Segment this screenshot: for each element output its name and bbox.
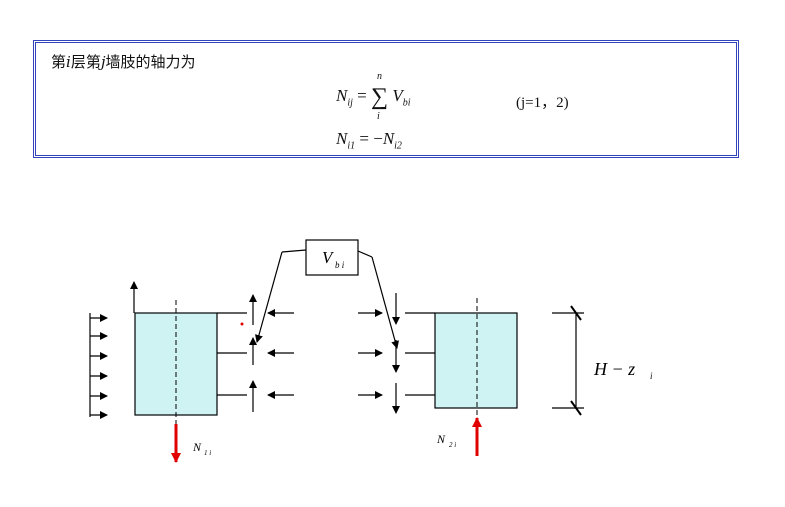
height-label: H − z i [593,359,653,381]
right-wall-beam-stubs [405,312,435,396]
summation: n ∑ i [371,71,389,122]
left-wall-beam-stubs [217,312,247,396]
formula-intro: 第i层第j墙肢的轴力为 [51,53,196,71]
left-wall-limb [130,281,218,428]
shear-label-box: V b i [305,239,359,276]
svg-text:N: N [436,432,446,446]
lateral-load-arrows [89,313,108,419]
svg-text:i: i [650,371,653,381]
height-dimension [552,305,584,416]
equation-condition: (j=1，2) [516,95,569,111]
red-dot-marker [240,322,244,326]
axial-force-equation: Nij = n ∑ i Vbi [336,71,411,122]
svg-text:b i: b i [335,260,345,270]
beam-horizontal-arrows [267,309,383,399]
svg-text:2 i: 2 i [449,441,456,449]
formula-box: 第i层第j墙肢的轴力为 Nij = n ∑ i Vbi (j=1，2) Ni1 … [33,40,739,158]
axial-force-n2-label: N 2 i [436,432,456,449]
svg-text:H − z: H − z [593,359,635,379]
shear-leader-lines [255,249,400,349]
right-wall-limb [434,298,518,420]
balance-equation: Ni1 = −Ni2 [336,129,402,152]
sigma-symbol: ∑ [371,84,389,110]
axial-force-n1-label: N 1 i [192,440,211,457]
svg-text:1 i: 1 i [204,449,211,457]
svg-text:N: N [192,440,202,454]
svg-text:V: V [322,248,335,267]
